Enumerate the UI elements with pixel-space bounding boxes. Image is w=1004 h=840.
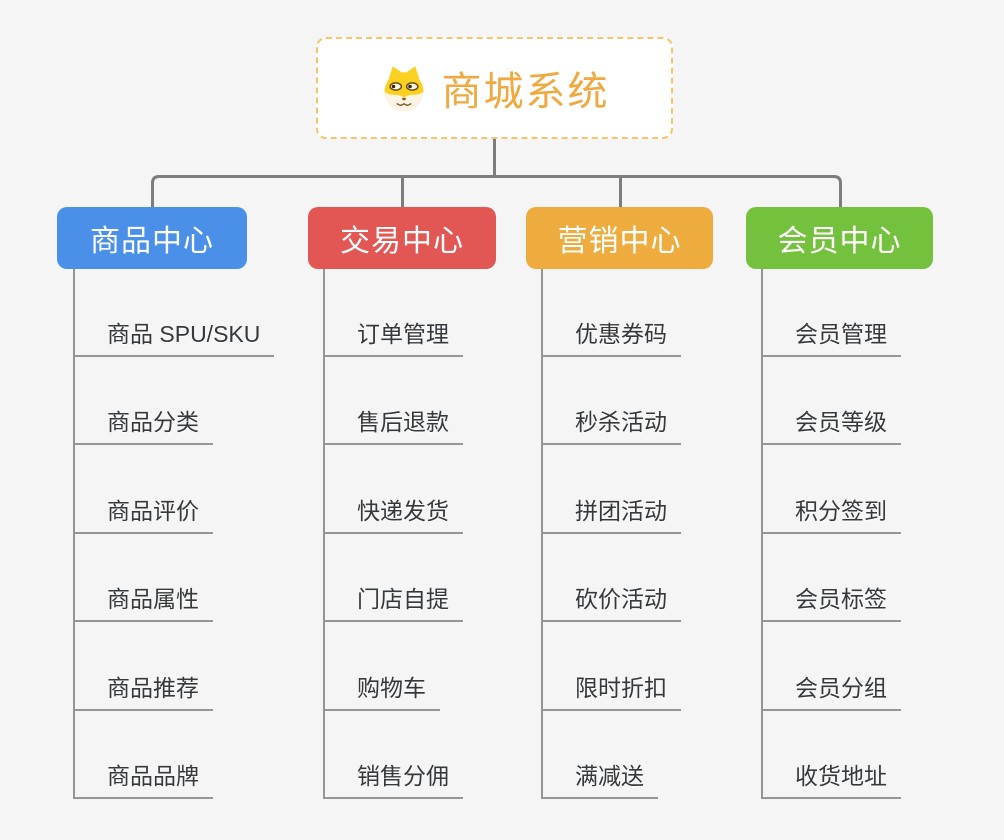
leaf-cell: 商品推荐	[73, 622, 373, 711]
root-node-mall-system[interactable]: 商城系统	[316, 37, 673, 139]
leaf-cell: 会员标签	[761, 534, 1004, 622]
leaf-cell: 会员管理	[761, 268, 1004, 357]
leaf-cell: 满减送	[541, 711, 841, 799]
leaf-cell: 销售分佣	[323, 711, 623, 799]
leaf-node[interactable]: 会员分组	[761, 669, 901, 711]
leaf-node[interactable]: 商品分类	[73, 403, 213, 445]
branch-drop-line	[541, 269, 543, 799]
leaf-node[interactable]: 限时折扣	[541, 669, 681, 711]
leaf-node[interactable]: 秒杀活动	[541, 403, 681, 445]
leaf-cell: 拼团活动	[541, 445, 841, 534]
leaf-node[interactable]: 会员管理	[761, 315, 901, 357]
leaf-node[interactable]: 购物车	[323, 669, 440, 711]
branch-children-member-center: 会员管理 会员等级 积分签到 会员标签 会员分组 收货地址	[761, 268, 1004, 799]
branch-node-member-center[interactable]: 会员中心	[746, 207, 933, 269]
leaf-node[interactable]: 砍价活动	[541, 580, 681, 622]
leaf-cell: 商品品牌	[73, 711, 373, 799]
leaf-cell: 订单管理	[323, 268, 623, 357]
root-node-label: 商城系统	[441, 70, 610, 114]
leaf-node[interactable]: 收货地址	[761, 757, 901, 799]
branch-children-product-center: 商品 SPU/SKU 商品分类 商品评价 商品属性 商品推荐 商品品牌	[73, 268, 373, 799]
branch-node-label: 商品中心	[90, 225, 214, 258]
leaf-node[interactable]: 会员等级	[761, 403, 901, 445]
leaf-cell: 优惠券码	[541, 268, 841, 357]
leaf-node[interactable]: 满减送	[541, 757, 658, 799]
leaf-node[interactable]: 售后退款	[323, 403, 463, 445]
leaf-cell: 商品 SPU/SKU	[73, 268, 373, 357]
leaf-cell: 积分签到	[761, 445, 1004, 534]
leaf-node[interactable]: 门店自提	[323, 580, 463, 622]
leaf-cell: 门店自提	[323, 534, 623, 622]
leaf-cell: 秒杀活动	[541, 357, 841, 445]
leaf-cell: 收货地址	[761, 711, 1004, 799]
branch-children-marketing-center: 优惠券码 秒杀活动 拼团活动 砍价活动 限时折扣 满减送	[541, 268, 841, 799]
leaf-node[interactable]: 销售分佣	[323, 757, 463, 799]
leaf-node[interactable]: 优惠券码	[541, 315, 681, 357]
branch-node-marketing-center[interactable]: 营销中心	[526, 207, 713, 269]
branch-node-label: 会员中心	[777, 225, 902, 258]
leaf-cell: 购物车	[323, 622, 623, 711]
leaf-node[interactable]: 会员标签	[761, 580, 901, 622]
leaf-node[interactable]: 商品评价	[73, 492, 213, 534]
shiba-dog-icon	[380, 64, 428, 112]
leaf-cell: 商品分类	[73, 357, 373, 445]
leaf-node[interactable]: 积分签到	[761, 492, 901, 534]
branch-node-label: 交易中心	[340, 225, 464, 258]
leaf-node[interactable]: 快递发货	[323, 492, 463, 534]
leaf-node[interactable]: 商品推荐	[73, 669, 213, 711]
leaf-node[interactable]: 商品属性	[73, 580, 213, 622]
leaf-cell: 会员分组	[761, 622, 1004, 711]
leaf-cell: 砍价活动	[541, 534, 841, 622]
branch-drop-line	[323, 269, 325, 799]
leaf-node[interactable]: 订单管理	[323, 315, 463, 357]
branch-drop-line	[761, 269, 763, 799]
leaf-node[interactable]: 商品 SPU/SKU	[73, 315, 275, 357]
branch-node-label: 营销中心	[557, 225, 682, 258]
leaf-cell: 快递发货	[323, 445, 623, 534]
leaf-node[interactable]: 拼团活动	[541, 492, 681, 534]
leaf-cell: 售后退款	[323, 357, 623, 445]
leaf-cell: 商品评价	[73, 445, 373, 534]
branch-children-trade-center: 订单管理 售后退款 快递发货 门店自提 购物车 销售分佣	[323, 268, 623, 799]
leaf-node[interactable]: 商品品牌	[73, 757, 213, 799]
leaf-cell: 商品属性	[73, 534, 373, 622]
leaf-cell: 限时折扣	[541, 622, 841, 711]
leaf-cell: 会员等级	[761, 357, 1004, 445]
branch-node-product-center[interactable]: 商品中心	[57, 207, 247, 269]
branch-drop-line	[73, 269, 75, 799]
branch-node-trade-center[interactable]: 交易中心	[308, 207, 496, 269]
